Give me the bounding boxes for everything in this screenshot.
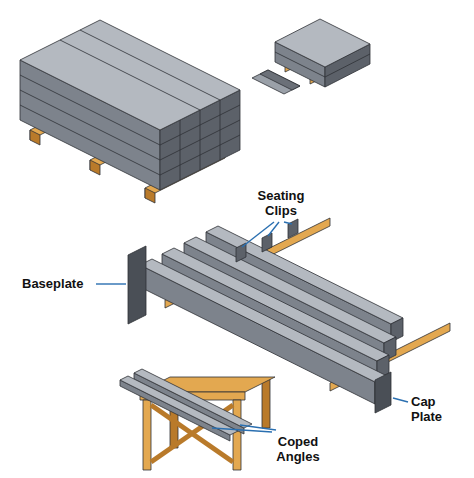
part-label: Baseplate [22,276,96,291]
part-label: Coped Angles [262,434,334,464]
part-label: Seating Clips [245,188,317,218]
part-label: Cap Plate [411,394,469,424]
leader-lines [96,222,408,432]
plate-stack [252,19,370,94]
beam-stack [20,20,240,190]
coped-angles [120,369,252,441]
